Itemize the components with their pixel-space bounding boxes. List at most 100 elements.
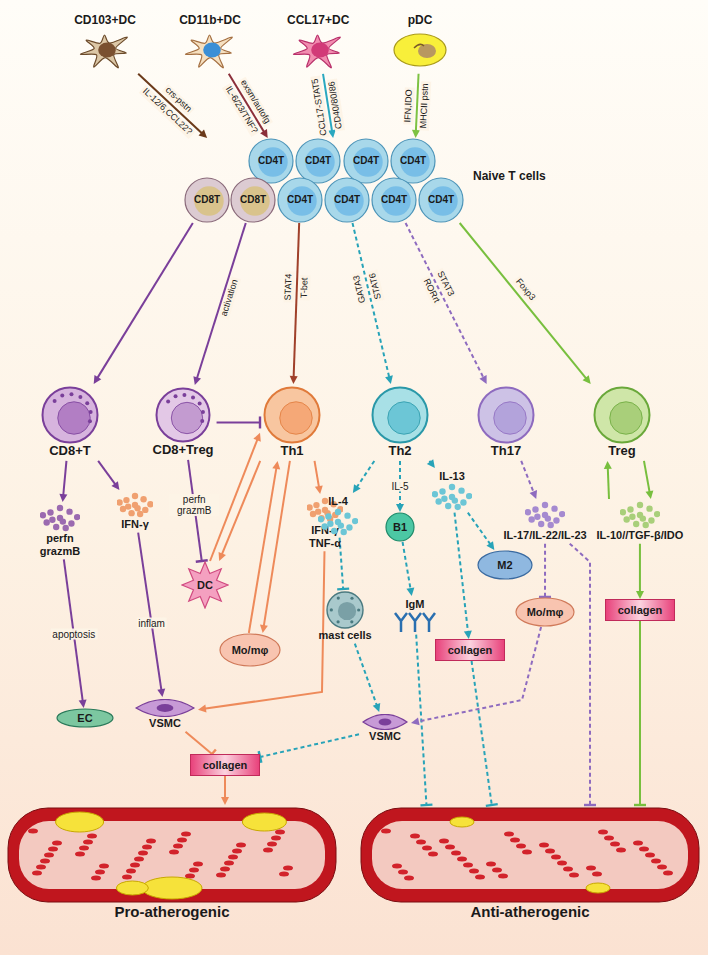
shape-part xyxy=(169,850,179,855)
shape-part xyxy=(350,597,353,600)
cytokine-cluster-shape xyxy=(117,492,153,518)
connector xyxy=(260,461,290,633)
connector-line xyxy=(294,223,300,378)
shape-part xyxy=(460,499,466,505)
shape-part xyxy=(381,829,391,834)
shape-part xyxy=(305,147,334,176)
inhibition-bar xyxy=(196,560,208,562)
connector xyxy=(604,461,612,499)
arrowhead xyxy=(198,705,206,713)
shape-part xyxy=(361,808,699,902)
shape-part xyxy=(331,527,337,533)
shape-part xyxy=(633,521,639,527)
shape-part xyxy=(28,829,38,834)
plasmacytoid-dc: pDC xyxy=(386,12,454,74)
node-label: CD8T xyxy=(194,194,220,206)
shape-part xyxy=(40,859,50,864)
shape-part xyxy=(83,840,93,845)
shape-part xyxy=(138,851,148,856)
connector xyxy=(290,223,300,384)
shape-part xyxy=(475,875,485,880)
effector-t-cell: CD8+Treg xyxy=(150,385,217,460)
shape-part xyxy=(449,483,455,489)
shape-part xyxy=(79,846,89,851)
connector-line xyxy=(97,223,193,379)
node-label: CD8+T xyxy=(49,444,91,459)
shape-part xyxy=(663,871,673,876)
shape-part xyxy=(386,513,414,541)
inhibition-bar xyxy=(337,587,349,590)
shape-part xyxy=(44,853,54,858)
shape-part xyxy=(232,849,242,854)
node-label: IL-4 xyxy=(328,495,348,508)
shape-part xyxy=(182,393,186,397)
dendritic-cell: CD103+DC xyxy=(71,12,139,74)
cytokine-cluster-shape xyxy=(525,501,565,529)
connector xyxy=(634,621,646,805)
shape-part xyxy=(166,399,170,403)
shape-part xyxy=(142,877,202,899)
dendritic-cell-shape xyxy=(179,28,241,72)
plasmacytoid-dc-shape xyxy=(389,28,451,72)
shape-part xyxy=(452,497,458,503)
connector-line xyxy=(521,461,534,493)
connector-line xyxy=(217,421,260,423)
connector-line xyxy=(204,551,325,709)
shape-part xyxy=(80,35,127,68)
shape-part xyxy=(569,873,579,878)
shape-part xyxy=(451,851,461,856)
edge-label: inflam xyxy=(136,618,167,629)
shape-part xyxy=(40,512,46,518)
connector xyxy=(259,734,359,763)
shape-part xyxy=(43,388,98,443)
arrowhead xyxy=(111,481,119,490)
naive-t-cell: CD8T xyxy=(184,177,230,223)
node-label: Treg xyxy=(608,444,635,459)
artery: Pro-atherogenic xyxy=(4,805,340,922)
shape-part xyxy=(140,496,146,502)
antibody: IgM xyxy=(390,596,440,635)
annotation-label: MHCII pstn xyxy=(419,82,431,131)
arrowhead xyxy=(406,587,414,596)
arrowhead xyxy=(59,494,67,502)
shape-part xyxy=(78,395,82,399)
shape-part xyxy=(236,843,246,848)
arrowhead xyxy=(412,130,420,138)
shape-part xyxy=(271,836,281,841)
node-label: IFN-γ xyxy=(121,518,149,531)
shape-part xyxy=(99,864,109,869)
shape-part xyxy=(68,520,74,526)
node-label: CD4T xyxy=(334,194,360,206)
shape-part xyxy=(542,502,548,508)
shape-part xyxy=(338,602,356,620)
shape-part xyxy=(604,836,614,841)
naive-t-cell: CD4T xyxy=(324,177,370,223)
artery-shape xyxy=(7,807,337,903)
shape-part xyxy=(395,613,407,632)
arrowhead xyxy=(272,461,280,470)
naive-t-cell: CD4T xyxy=(371,177,417,223)
connector xyxy=(403,542,415,596)
shape-part xyxy=(551,505,557,511)
shape-part xyxy=(620,509,626,515)
shape-part xyxy=(455,503,461,509)
connector xyxy=(406,223,487,384)
arrowhead xyxy=(486,541,494,550)
shape-part xyxy=(534,514,540,520)
shape-part xyxy=(220,634,280,666)
arrowhead xyxy=(221,797,229,805)
shape-part xyxy=(466,493,472,499)
arrowhead xyxy=(94,375,102,384)
connector-line xyxy=(138,533,161,691)
macrophage-cell: M2 xyxy=(477,550,533,580)
shape-part xyxy=(637,502,643,508)
shape-part xyxy=(32,871,42,876)
shape-part xyxy=(57,709,113,727)
shape-part xyxy=(240,186,269,215)
shape-part xyxy=(469,869,479,874)
connector xyxy=(355,644,380,712)
arrowhead xyxy=(260,624,268,633)
shape-part xyxy=(492,868,502,873)
artery: Anti-atherogenic xyxy=(357,805,703,922)
arrowhead xyxy=(427,459,435,468)
